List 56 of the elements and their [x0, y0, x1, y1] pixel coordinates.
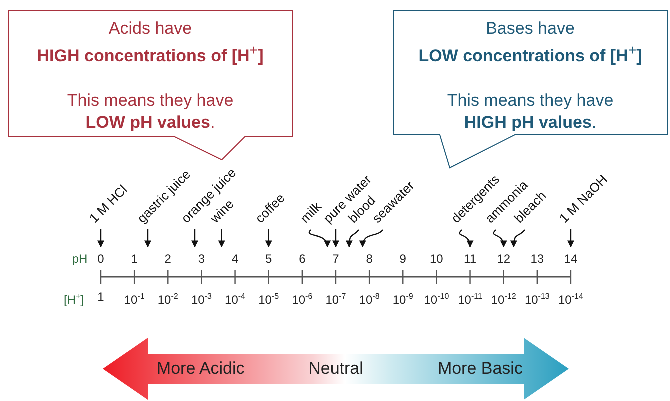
- tick-label: 10$^{-4}$: [225, 291, 246, 307]
- tick-label: 10$^{-5}$: [258, 291, 280, 307]
- leader-arrow: [265, 229, 272, 248]
- tick-label: 9: [400, 252, 406, 266]
- tick-label: 11: [464, 252, 476, 266]
- tick-label: 4: [232, 252, 239, 266]
- tick-label: 1: [131, 252, 138, 266]
- tick-label: 10$^{-14}$: [558, 291, 584, 307]
- tick-label: 8: [366, 252, 373, 266]
- speech-bubble: [8, 10, 293, 162]
- tick-label: 10$^{-10}$: [424, 291, 450, 307]
- leader-arrow: [360, 230, 384, 248]
- tick-label: 10$^{-11}$: [458, 291, 482, 307]
- scale-end-label: More Basic: [438, 359, 523, 379]
- tick-label: 1: [98, 290, 104, 304]
- leader-arrow: [459, 230, 474, 248]
- callout-heading: Bases have LOW concentrations of [H$^{+}$]: [418, 18, 644, 68]
- axis-title: [H$^{+}$]: [64, 291, 84, 307]
- leader-arrow: [192, 229, 198, 248]
- axis-title: pH: [72, 252, 88, 266]
- tick-label: 0: [98, 252, 104, 266]
- tick-label: 10$^{-1}$: [124, 291, 145, 307]
- tick-label: 10$^{-13}$: [524, 291, 550, 307]
- tick-label: 2: [164, 252, 172, 266]
- leader-arrow: [332, 229, 340, 248]
- leader-arrow: [98, 229, 104, 248]
- tick-label: 10$^{-7}$: [326, 291, 346, 307]
- scale-midpoint-label: Neutral: [308, 359, 364, 379]
- leader-arrow: [144, 229, 152, 248]
- leader-arrow: [218, 229, 226, 248]
- tick-label: 3: [198, 252, 206, 266]
- substance-label: 1 M HCl: [87, 182, 130, 226]
- leader-arrow: [567, 229, 574, 248]
- leader-arrow: [346, 230, 360, 248]
- tick-label: 10$^{-2}$: [158, 291, 178, 307]
- tick-label: 13: [530, 252, 544, 266]
- tick-label: 10$^{-9}$: [392, 291, 414, 307]
- tick-label: 12: [497, 252, 510, 266]
- speech-bubble: [393, 10, 668, 170]
- tick-label: 7: [332, 252, 340, 266]
- tick-label: 6: [299, 252, 306, 266]
- leader-arrow: [510, 230, 526, 248]
- tick-label: 10$^{-3}$: [191, 291, 212, 307]
- tick-label: 14: [564, 252, 578, 266]
- tick-label: 10$^{-8}$: [359, 291, 380, 307]
- callout-heading: Acids have HIGH concentrations of [H$^{+}$]: [36, 18, 265, 68]
- scale-end-label: More Acidic: [156, 359, 245, 379]
- callout-text: This means they have LOW pH values.: [66, 90, 235, 134]
- tick-label: 10$^{-12}$: [491, 291, 516, 307]
- tick-label: 10$^{-6}$: [292, 291, 313, 307]
- tick-label: 5: [266, 252, 272, 266]
- gradient-double-arrow: [103, 338, 569, 400]
- leader-arrow: [493, 230, 507, 248]
- callout-text: This means they have HIGH pH values.: [446, 90, 615, 134]
- tick-label: 10: [430, 252, 444, 266]
- substance-label: milk: [298, 200, 324, 226]
